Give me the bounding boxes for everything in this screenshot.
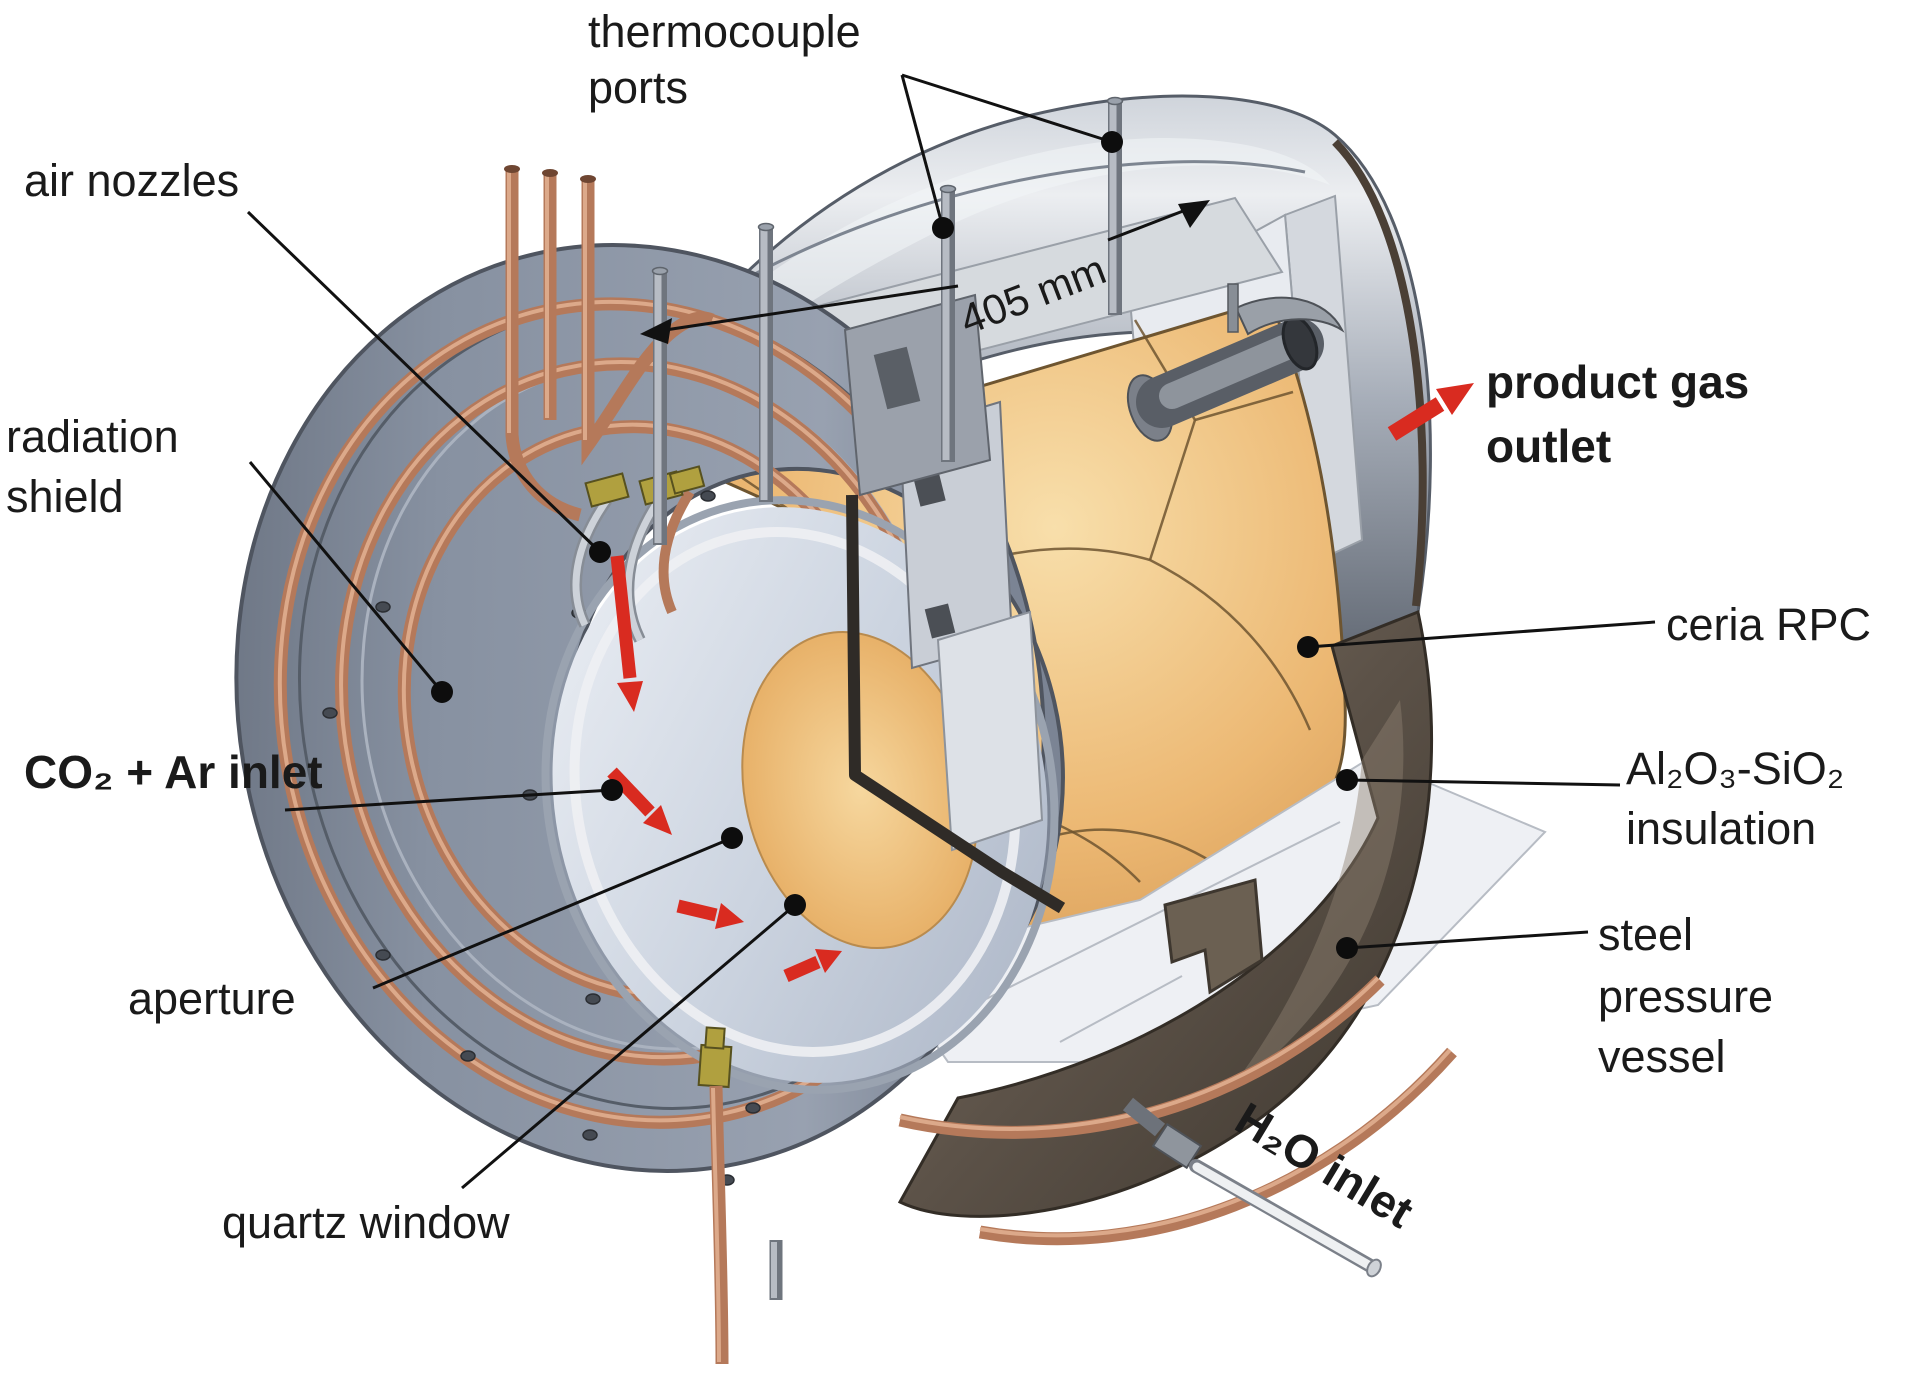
label-steel-pressure-vessel-line1: steel: [1598, 909, 1693, 960]
product-gas-arrow: [1387, 383, 1474, 441]
dim-arrowhead-right: [1178, 200, 1210, 228]
label-thermocouple-ports-line1: thermocouple: [588, 6, 861, 57]
h2o-elbow: [1122, 1097, 1166, 1137]
flange-bolts: [322, 490, 761, 1186]
thermocouple-rod: [651, 266, 669, 545]
outlet-half-shell: [1234, 296, 1345, 336]
pressure-vessel: [897, 609, 1434, 1218]
upper-mount-slot: [873, 346, 921, 410]
label-air-nozzles: air nozzles: [24, 155, 239, 206]
vessel-shell: [897, 609, 1434, 1218]
label-product-gas-outlet-line1: product gas: [1486, 356, 1749, 408]
nozzle-tube-hi: [624, 496, 663, 642]
h2o-fitting-nut: [1151, 1122, 1203, 1170]
label-insulation-line2: insulation: [1626, 803, 1816, 854]
dim-arrowhead-left: [640, 318, 672, 344]
h2o-inlet-assembly: [1122, 1097, 1382, 1278]
mount-slot: [924, 603, 956, 639]
label-insulation-line1: Al₂O₃-SiO₂: [1626, 743, 1844, 794]
brass-fitting: [584, 472, 630, 508]
label-quartz-window: quartz window: [222, 1197, 510, 1248]
outlet-pin: [1227, 283, 1239, 333]
thermocouple-rod: [1106, 96, 1124, 315]
copper-coil-lower-arcs: [898, 975, 1457, 1246]
h2o-tube-end: [1366, 1258, 1382, 1278]
brass-fitting: [668, 465, 706, 495]
tube-cap: [504, 165, 520, 173]
nozzle-tube-hi: [572, 497, 610, 627]
air-nozzle-cluster: [570, 465, 706, 643]
brass-fitting: [704, 1026, 726, 1050]
h2o-tube: [1192, 1162, 1377, 1272]
casing-edge-line: [699, 160, 1306, 307]
product-gas-outlet-pipe: [1126, 283, 1345, 442]
label-steel-pressure-vessel-line3: vessel: [1598, 1031, 1726, 1082]
label-steel-pressure-vessel-line2: pressure: [1598, 971, 1773, 1022]
label-aperture: aperture: [128, 973, 296, 1024]
casing-highlight: [700, 138, 1330, 382]
flow-arrows: [607, 555, 842, 982]
tube-cap: [580, 175, 596, 183]
tube-cap: [542, 169, 558, 177]
label-thermocouple-ports-line2: ports: [588, 62, 688, 113]
vessel-sheen: [1230, 700, 1404, 1090]
outlet-pipe-highlight: [1159, 335, 1297, 409]
label-ceria-rpc: ceria RPC: [1666, 599, 1871, 650]
label-radiation-shield-line2: shield: [6, 471, 124, 522]
thermocouple-rod: [757, 222, 775, 502]
aperture-frustum: [541, 400, 1066, 1094]
label-radiation-shield-line1: radiation: [6, 411, 179, 462]
vessel-bracket: [1163, 878, 1264, 995]
casing-inner-lining: [1332, 139, 1427, 607]
leader-lines: [246, 73, 1656, 1190]
bottom-feed-pipe: [697, 1026, 783, 1365]
label-product-gas-outlet-line2: outlet: [1486, 420, 1611, 472]
cavity-cut-edge: [846, 494, 1066, 914]
brass-fitting: [697, 1043, 733, 1089]
window-flange-ring: [541, 496, 1059, 1094]
cavity-mount-block-light: [936, 610, 1044, 852]
label-co2-ar-inlet: CO₂ + Ar inlet: [24, 746, 323, 798]
